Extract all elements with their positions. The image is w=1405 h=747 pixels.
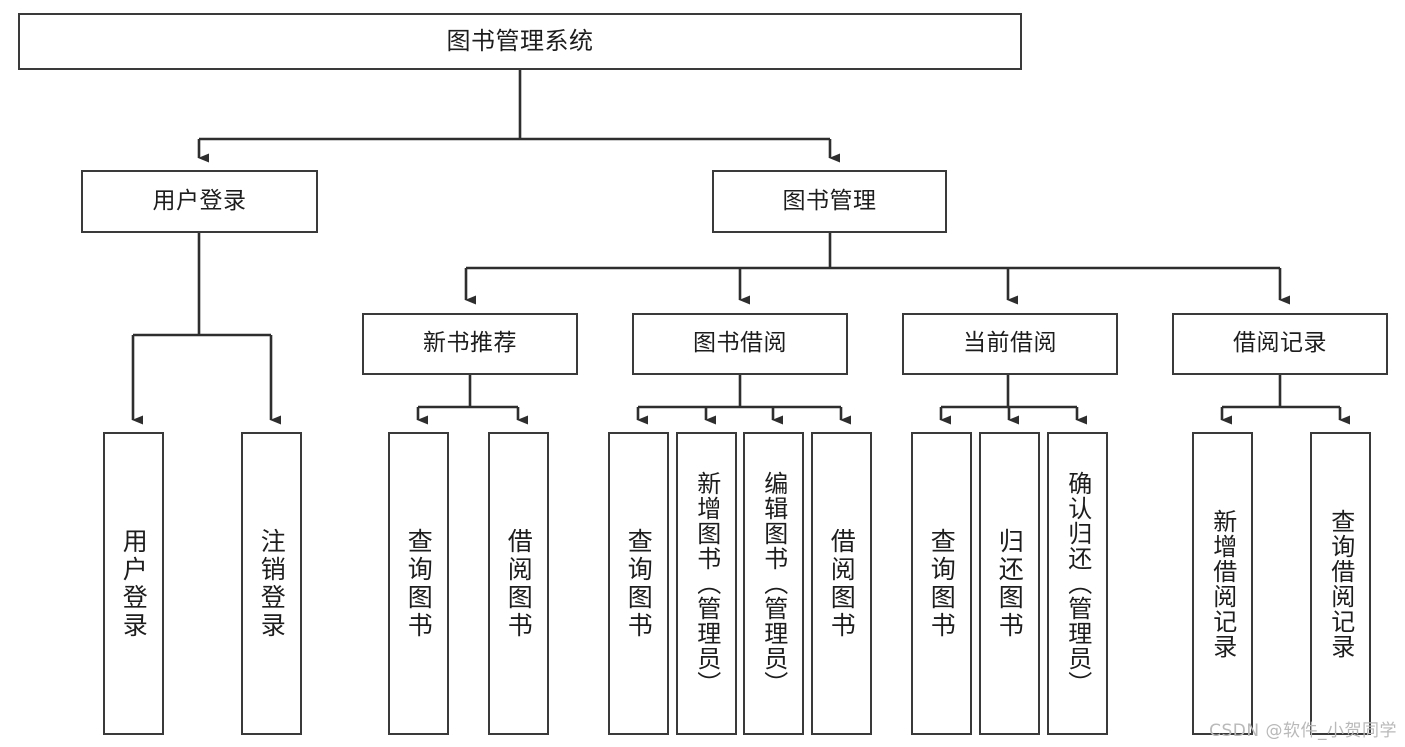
node-current-borrow[interactable]: 当前借阅 — [902, 313, 1118, 375]
node-label: 用户登录 — [152, 187, 247, 214]
node-label: 查询图书 — [404, 527, 434, 640]
node-label: 借阅图书 — [504, 527, 534, 640]
node-leaf-edit-book-admin[interactable]: 编辑图书（管理员） — [743, 432, 804, 735]
node-book-borrow[interactable]: 图书借阅 — [632, 313, 848, 375]
node-leaf-return-book[interactable]: 归还图书 — [979, 432, 1040, 735]
node-label: 注销登录 — [257, 527, 287, 640]
node-label: 查询图书 — [927, 527, 957, 640]
node-book-management[interactable]: 图书管理 — [712, 170, 947, 233]
node-label: 编辑图书（管理员） — [759, 471, 788, 696]
node-label: 归还图书 — [995, 527, 1025, 640]
node-leaf-confirm-return-admin[interactable]: 确认归还（管理员） — [1047, 432, 1108, 735]
node-user-login[interactable]: 用户登录 — [81, 170, 318, 233]
node-label: 借阅记录 — [1233, 330, 1327, 357]
node-leaf-add-book-admin[interactable]: 新增图书（管理员） — [676, 432, 737, 735]
node-leaf-query-book-current[interactable]: 查询图书 — [911, 432, 972, 735]
node-leaf-borrow-book[interactable]: 借阅图书 — [811, 432, 872, 735]
node-label: 查询图书 — [624, 527, 654, 640]
node-borrow-record[interactable]: 借阅记录 — [1172, 313, 1388, 375]
node-leaf-query-borrow-record[interactable]: 查询借阅记录 — [1310, 432, 1371, 735]
node-label: 确认归还（管理员） — [1063, 471, 1092, 696]
node-label: 新增借阅记录 — [1208, 508, 1237, 659]
node-root-book-management-system[interactable]: 图书管理系统 — [18, 13, 1022, 70]
node-label: 借阅图书 — [827, 527, 857, 640]
node-label: 图书管理系统 — [446, 27, 594, 56]
node-leaf-query-book-recommend[interactable]: 查询图书 — [388, 432, 449, 735]
node-leaf-user-login[interactable]: 用户登录 — [103, 432, 164, 735]
node-label: 用户登录 — [119, 527, 149, 640]
node-leaf-add-borrow-record[interactable]: 新增借阅记录 — [1192, 432, 1253, 735]
node-leaf-query-book-borrow[interactable]: 查询图书 — [608, 432, 669, 735]
node-label: 图书管理 — [782, 187, 877, 214]
node-label: 新增图书（管理员） — [692, 471, 721, 696]
node-label: 图书借阅 — [693, 330, 787, 357]
node-label: 查询借阅记录 — [1326, 508, 1355, 659]
node-leaf-borrow-book-recommend[interactable]: 借阅图书 — [488, 432, 549, 735]
node-leaf-logout[interactable]: 注销登录 — [241, 432, 302, 735]
node-new-book-recommend[interactable]: 新书推荐 — [362, 313, 578, 375]
csdn-watermark: CSDN @软件_小贺同学 — [1209, 721, 1397, 741]
node-label: 当前借阅 — [963, 330, 1057, 357]
node-label: 新书推荐 — [423, 330, 517, 357]
